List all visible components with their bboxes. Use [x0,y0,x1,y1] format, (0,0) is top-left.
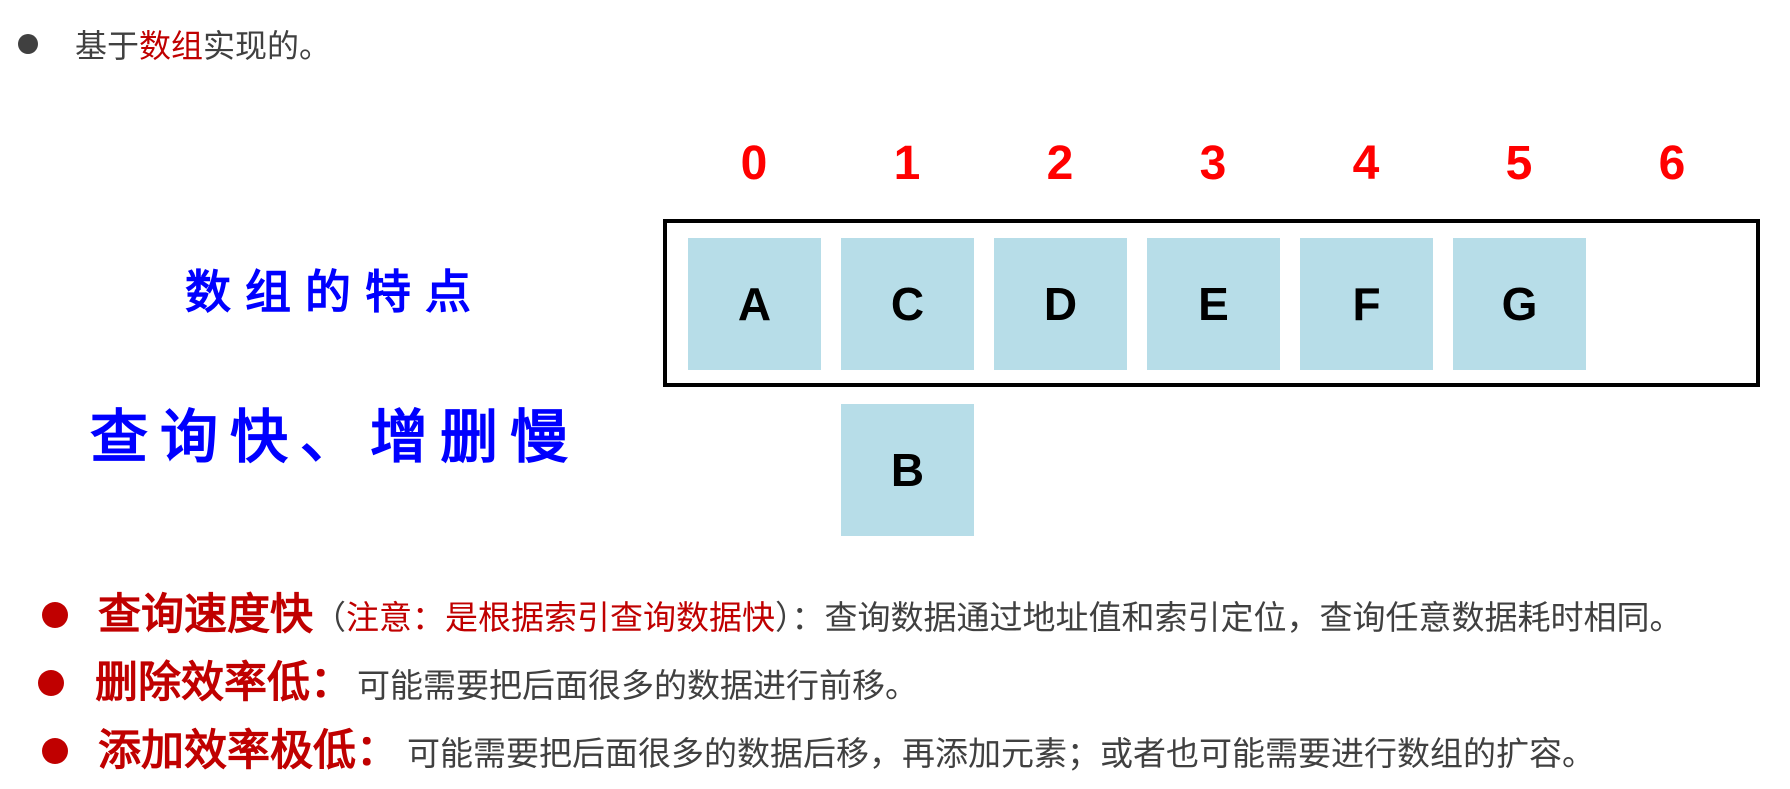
point-head: 查询速度快 [98,590,313,640]
point-add: 添加效率极低：可能需要把后面很多的数据后移，再添加元素；或者也可能需要进行数组的… [98,723,1595,788]
array-cell: C [841,238,974,370]
intro-bullet-icon [18,34,38,54]
point-note: 注意：是根据索引查询数据快 [346,598,775,637]
index-label: 1 [893,137,921,190]
paren-close: ） [775,598,792,637]
index-label: 4 [1352,137,1380,190]
caption-summary: 查询快、增删慢 [90,403,581,471]
caption-title: 数组的特点 [185,265,485,319]
point-bullet-icon [42,738,68,764]
array-cell: D [994,238,1127,370]
point-body: 可能需要把后面很多的数据进行前移。 [357,666,918,705]
intro-prefix: 基于 [75,27,140,65]
index-label: 3 [1199,137,1227,190]
array-cell: F [1300,238,1433,370]
point-bullet-icon [38,670,64,696]
index-label: 5 [1505,137,1533,190]
point-bullet-icon [42,602,68,628]
point-body: ：查询数据通过地址值和索引定位，查询任意数据耗时相同。 [791,598,1683,637]
array-cell: A [688,238,821,370]
intro-suffix: 实现的。 [203,27,332,65]
array-container [663,219,1760,387]
inserting-cell: B [841,404,974,536]
intro-line: 基于数组实现的。 [75,24,331,68]
point-head: 添加效率极低： [98,726,399,776]
point-body: 可能需要把后面很多的数据后移，再添加元素；或者也可能需要进行数组的扩容。 [407,734,1595,773]
array-cell: G [1453,238,1586,370]
array-cell: E [1147,238,1280,370]
point-query: 查询速度快（注意：是根据索引查询数据快）：查询数据通过地址值和索引定位，查询任意… [98,587,1683,652]
point-head: 删除效率低： [95,658,353,708]
index-label: 0 [740,137,768,190]
paren-open: （ [313,598,346,637]
index-label: 6 [1658,137,1686,190]
intro-highlight: 数组 [139,27,204,65]
point-delete: 删除效率低：可能需要把后面很多的数据进行前移。 [95,655,918,720]
index-label: 2 [1046,137,1074,190]
